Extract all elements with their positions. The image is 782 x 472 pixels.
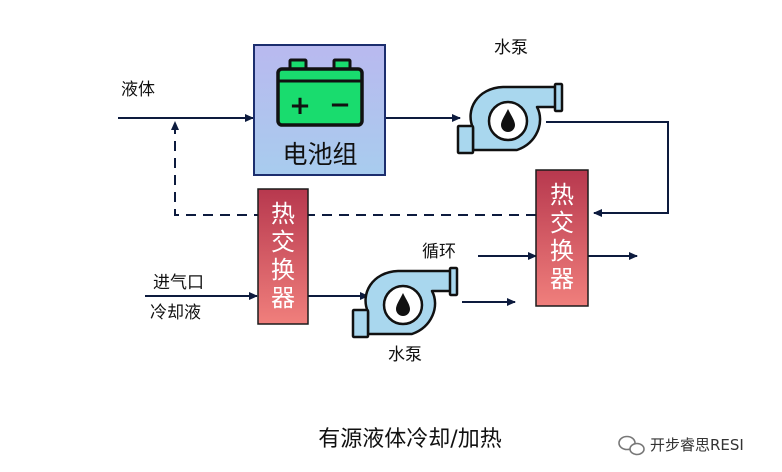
- battery-label: 电池组: [282, 140, 357, 169]
- coolant-inlet-label: 进气口: [153, 273, 204, 293]
- water-pump-top: [456, 82, 564, 155]
- exchanger-label-char: 换: [550, 237, 574, 265]
- pump-return-line: [546, 121, 669, 217]
- flow-lines: [118, 114, 669, 306]
- coolant-label: 冷却液: [150, 303, 201, 323]
- liquid-label: 液体: [121, 80, 155, 100]
- heat-exchanger-right-label: 热交换器: [550, 181, 574, 293]
- water-pump-bottom: [351, 266, 459, 339]
- exchanger-label-char: 器: [550, 265, 574, 293]
- wechat-icon: [618, 435, 645, 456]
- pump-bottom-icon: [351, 266, 459, 339]
- heat-exchanger-right-box: [535, 169, 589, 307]
- exchanger-label-char: 换: [271, 256, 295, 284]
- exchanger-label-char: 交: [271, 228, 295, 256]
- pump-top-icon: [456, 82, 564, 155]
- diagram-caption: 有源液体冷却/加热: [318, 427, 501, 452]
- heat-exchanger-left: 热交换器: [257, 188, 309, 325]
- exchanger-label-char: 热: [550, 181, 574, 209]
- battery-pack: + − 电池组: [253, 44, 386, 176]
- exchanger-label-char: 器: [271, 284, 295, 312]
- battery-minus-sign: −: [329, 90, 351, 120]
- battery-plus-sign: +: [289, 91, 311, 121]
- exchanger-label-char: 交: [550, 209, 574, 237]
- circulation-label: 循环: [422, 242, 456, 262]
- pump-top-label: 水泵: [494, 38, 528, 58]
- heat-exchanger-left-label: 热交换器: [271, 200, 295, 312]
- exchanger-label-char: 热: [271, 200, 295, 228]
- watermark: 开步睿思RESI: [618, 435, 744, 456]
- bypass-dashed-loop: [171, 121, 536, 216]
- heat-exchanger-left-box: [257, 188, 309, 325]
- heat-exchanger-right: 热交换器: [535, 169, 589, 307]
- pump-bottom-label: 水泵: [388, 345, 422, 365]
- watermark-text: 开步睿思RESI: [650, 436, 744, 454]
- battery-icon: + −: [276, 58, 364, 127]
